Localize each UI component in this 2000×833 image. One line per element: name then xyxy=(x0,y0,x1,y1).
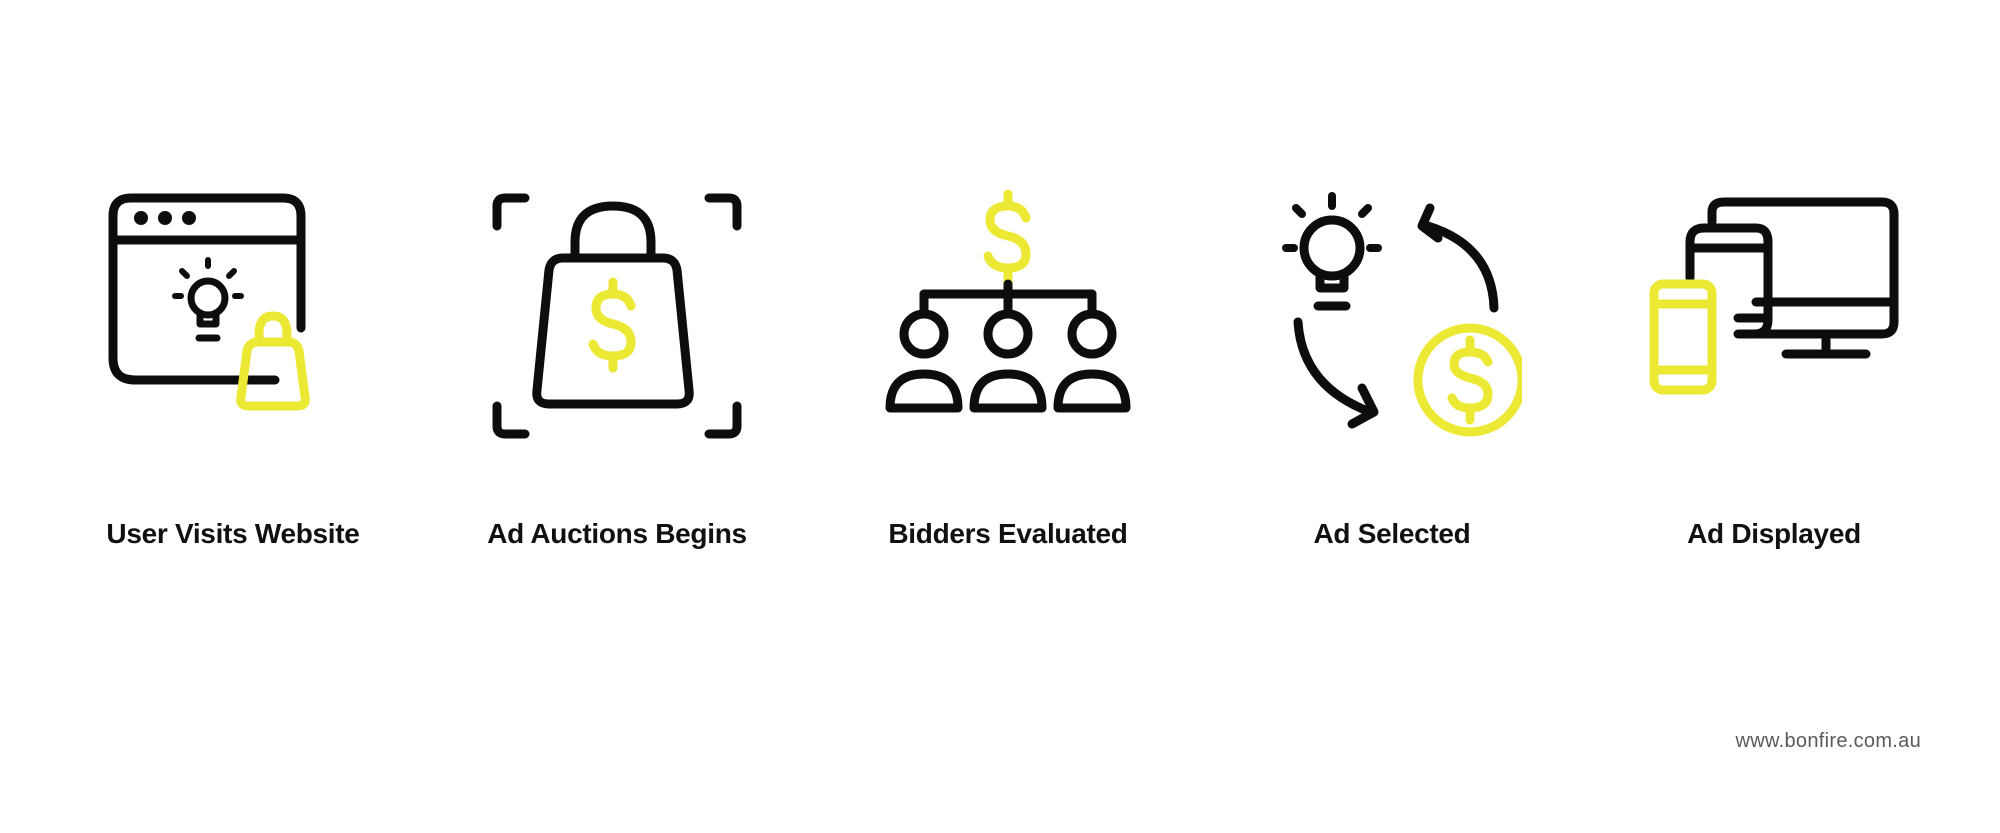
dollar-bidders-hierarchy-icon xyxy=(885,190,1131,413)
step-ad-auctions-begins: Ad Auctions Begins xyxy=(437,190,797,550)
step-ad-selected: Ad Selected xyxy=(1212,190,1572,550)
step-bidders-evaluated: Bidders Evaluated xyxy=(828,190,1188,550)
step-label: Ad Displayed xyxy=(1687,518,1861,549)
step-label: Ad Auctions Begins xyxy=(487,518,747,549)
step-label: Ad Selected xyxy=(1313,518,1471,549)
step-label: Bidders Evaluated xyxy=(888,518,1128,549)
shopping-bag-dollar-icon xyxy=(492,193,742,439)
multi-device-icon xyxy=(1649,197,1899,395)
footer-url: www.bonfire.com.au xyxy=(1735,730,1921,752)
step-user-visits-website: User Visits Website xyxy=(53,190,413,550)
step-label: User Visits Website xyxy=(106,518,360,549)
lightbulb-cycle-coin-icon xyxy=(1282,192,1522,437)
browser-lightbulb-shopping-bag-icon xyxy=(108,193,310,411)
step-ad-displayed: Ad Displayed xyxy=(1594,190,1954,550)
